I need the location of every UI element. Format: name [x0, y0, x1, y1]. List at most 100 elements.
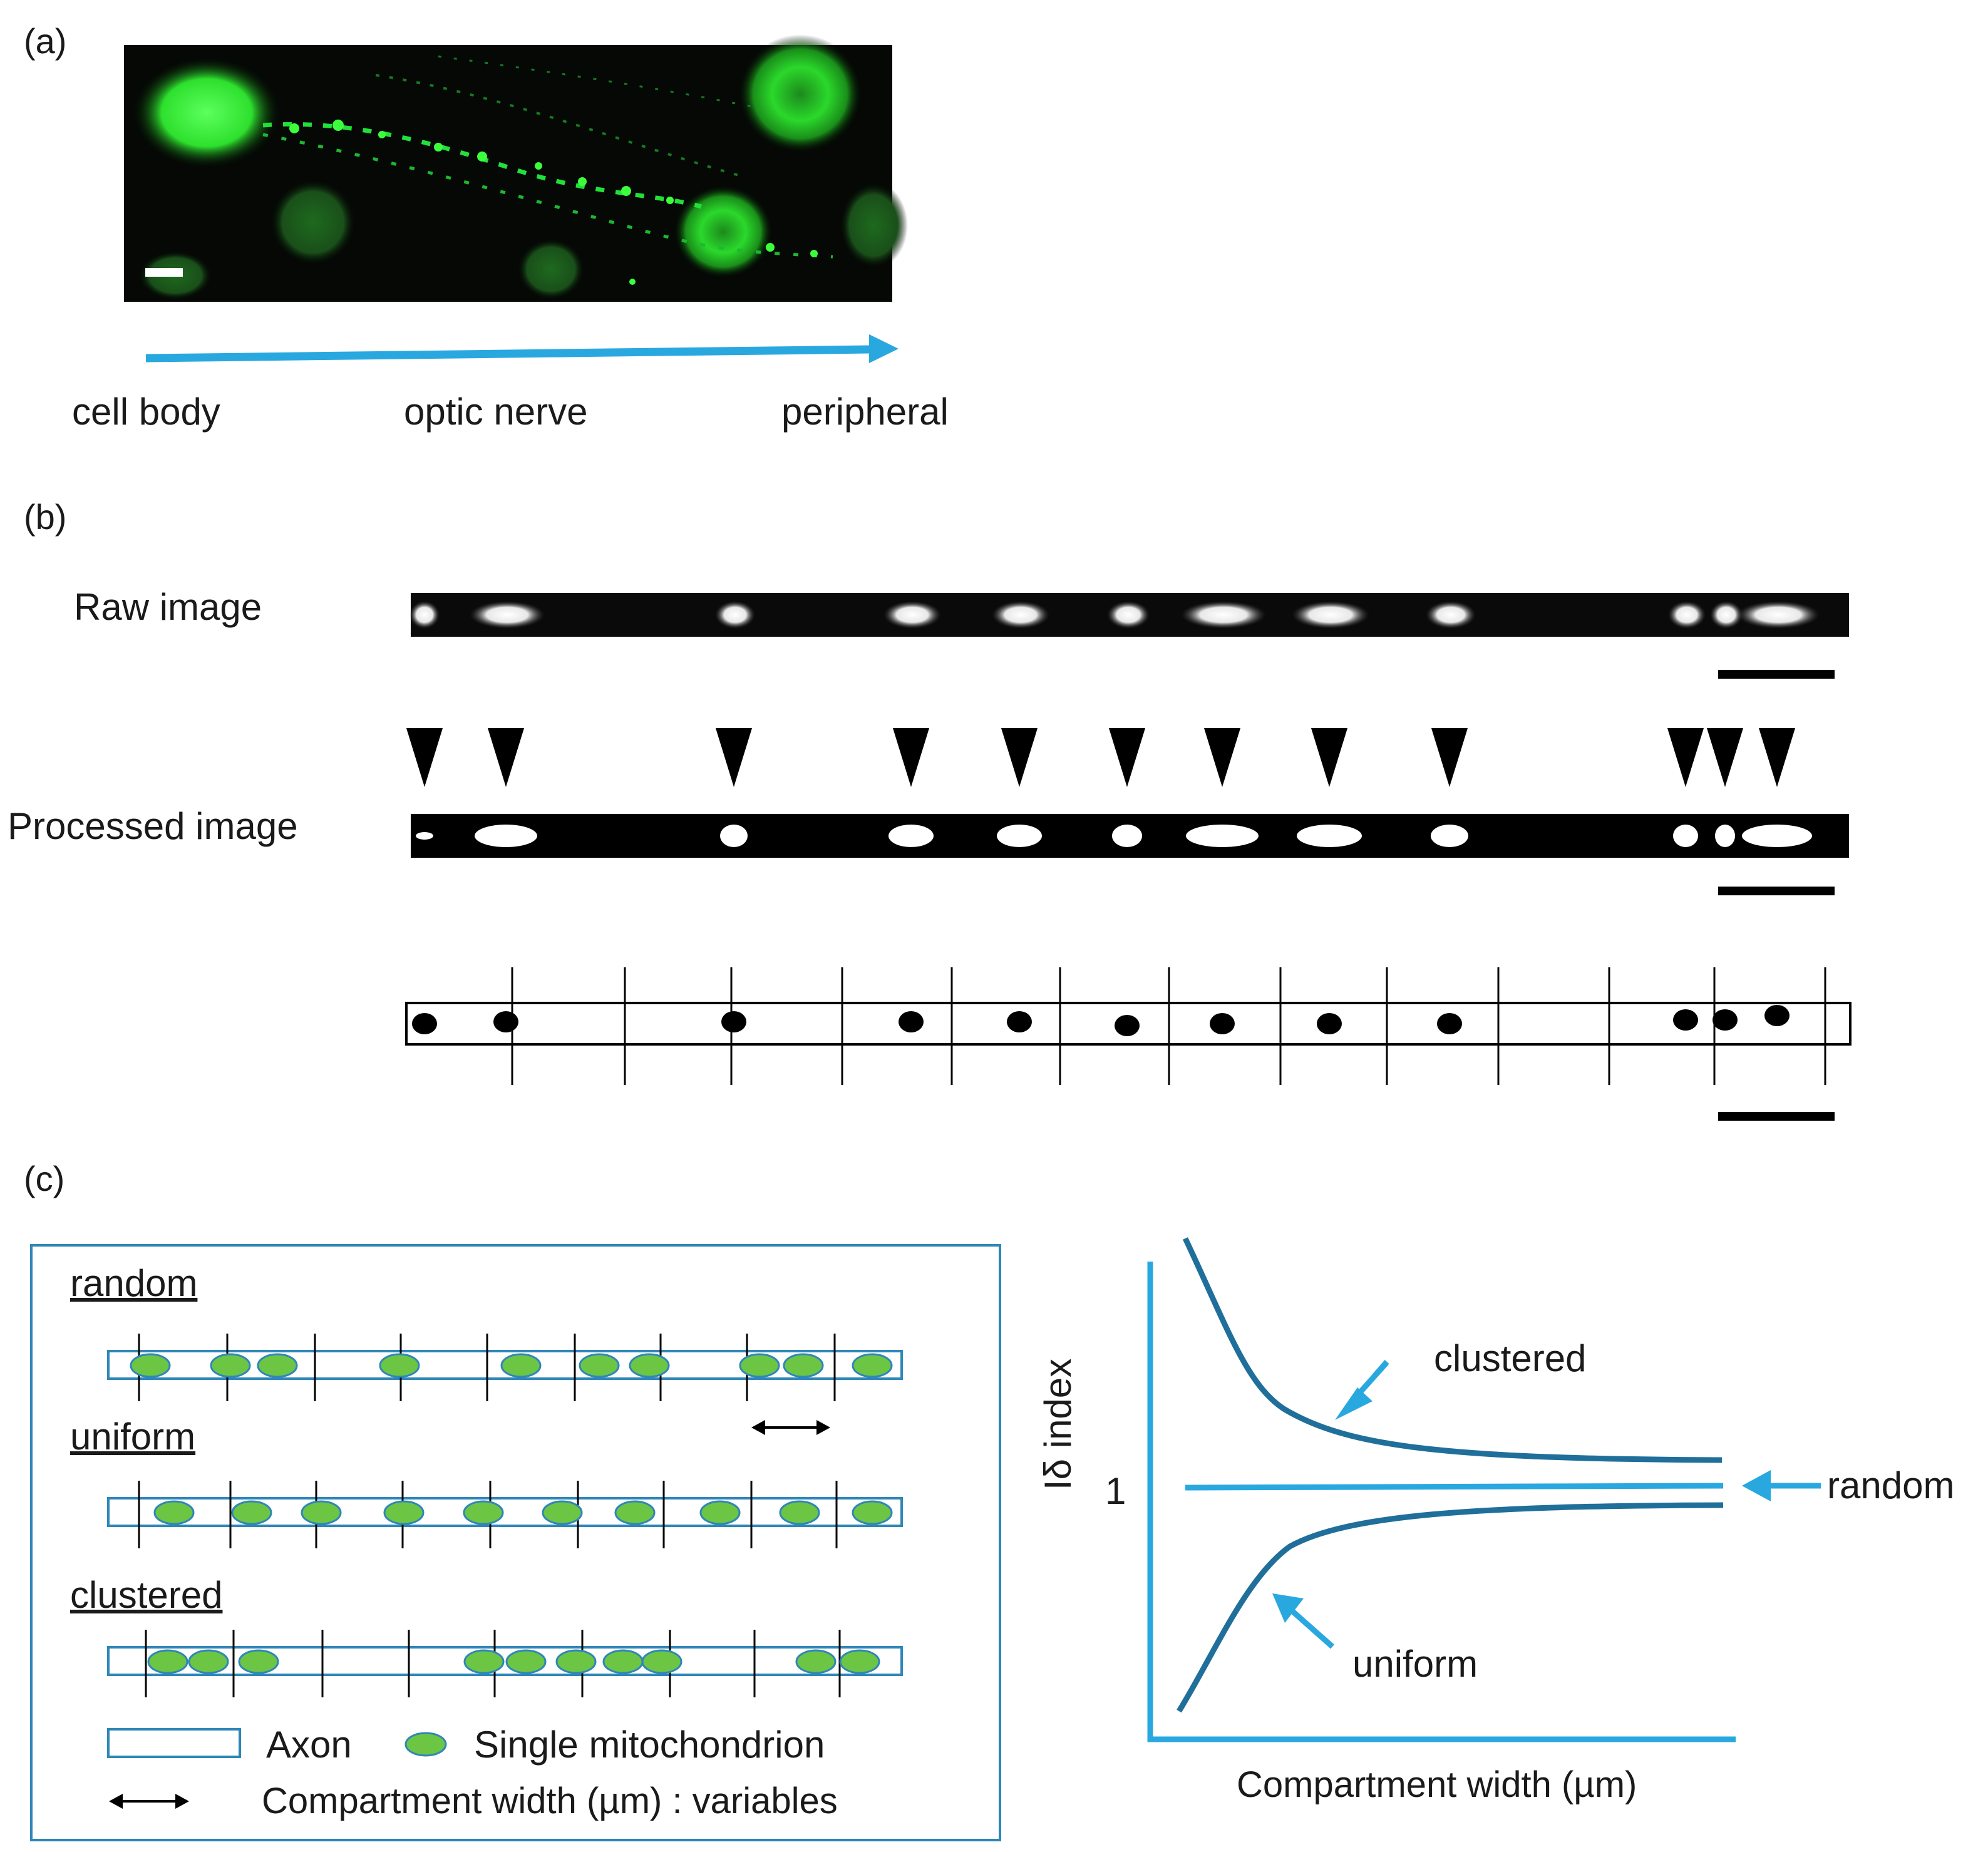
legend-axon-label: Axon	[266, 1724, 352, 1766]
pointer-uniform	[1287, 1605, 1334, 1649]
graph-xlabel: Compartment width (µm)	[1237, 1764, 1637, 1805]
panel-c-letter: (c)	[24, 1159, 65, 1198]
schematic-mito-dot	[1673, 1009, 1698, 1031]
mitochondrion	[130, 1353, 171, 1378]
mitochondrion	[463, 1649, 505, 1674]
schematic-mito-dot	[899, 1011, 924, 1032]
mitochondrion	[852, 1353, 893, 1378]
schematic-mito-dot	[1437, 1013, 1462, 1034]
label-pattern-random: random	[70, 1262, 198, 1304]
raw-mito-blob	[1710, 601, 1743, 629]
mitochondrion	[795, 1649, 837, 1674]
curve-random	[1185, 1483, 1724, 1491]
panel-b-letter: (b)	[24, 497, 67, 537]
mitochondrion	[383, 1500, 425, 1525]
mitochondrion	[210, 1353, 251, 1378]
compartment-width-arrow	[751, 1420, 830, 1435]
label-peripheral: peripheral	[781, 391, 949, 433]
mitochondrion	[231, 1500, 272, 1525]
arrowhead-marker	[716, 728, 752, 787]
mitochondrion	[602, 1649, 644, 1674]
processed-mito-blob	[1112, 825, 1142, 847]
processed-mito-blob	[720, 825, 748, 847]
mitochondrion	[641, 1649, 682, 1674]
legend-width-label: Compartment width (µm) : variables	[262, 1781, 838, 1821]
mitochondrion	[579, 1353, 620, 1378]
pattern-box	[30, 1244, 1001, 1841]
schematic-mito-dot	[1007, 1011, 1032, 1032]
schematic-mito-dot	[1115, 1015, 1140, 1036]
processed-mito-blob	[1297, 825, 1362, 847]
cell-soma-3	[673, 185, 773, 279]
mitochondrion	[505, 1649, 547, 1674]
raw-mito-blob	[1668, 601, 1706, 629]
mitochondrion	[779, 1500, 820, 1525]
cell-soma-5	[517, 238, 585, 301]
arrowhead-marker	[893, 728, 929, 787]
arrowhead-marker	[1759, 728, 1795, 787]
mitochondrion	[257, 1353, 298, 1378]
mitochondrion	[839, 1649, 880, 1674]
cell-soma-6	[839, 182, 908, 269]
mitochondria-markers	[406, 728, 1795, 787]
schematic-mito-dot	[721, 1011, 746, 1032]
curve-clustered	[1182, 1237, 1723, 1463]
mitochondrion	[852, 1500, 893, 1525]
arrowhead-marker	[1311, 728, 1347, 787]
mitochondrion	[238, 1649, 279, 1674]
arrowhead-marker	[1204, 728, 1240, 787]
label-cell-body: cell body	[72, 391, 220, 433]
graph-label-clustered: clustered	[1434, 1337, 1587, 1379]
raw-mito-blob	[883, 601, 941, 629]
panel-a-letter: (a)	[24, 21, 67, 61]
arrowhead-marker	[1707, 728, 1743, 787]
arrowhead-marker	[1001, 728, 1038, 787]
mitochondrion	[614, 1500, 656, 1525]
processed-mito-blob	[1673, 825, 1698, 847]
arrowhead-marker	[1109, 728, 1145, 787]
raw-mito-blob	[470, 601, 545, 629]
raw-mito-blob	[715, 601, 755, 629]
arrowhead-marker	[488, 728, 524, 787]
raw-mito-blob	[1107, 601, 1150, 629]
mitochondrion	[783, 1353, 824, 1378]
raw-mito-blob	[1181, 601, 1266, 629]
raw-mito-blob	[1426, 601, 1476, 629]
pattern-rows	[107, 1334, 903, 1697]
scale-bar-schematic	[1718, 1112, 1835, 1121]
label-pattern-clustered: clustered	[70, 1574, 223, 1616]
processed-mito-blob	[416, 832, 433, 840]
mitochondrion	[629, 1353, 670, 1378]
schematic-mito-dot	[493, 1011, 518, 1032]
processed-mito-blob	[997, 825, 1042, 847]
processed-mito-blob	[475, 825, 537, 847]
schematic-mito-dot	[1210, 1013, 1235, 1034]
arrowhead-marker	[406, 728, 443, 787]
raw-mito-blob	[1737, 601, 1820, 629]
mitochondrion	[188, 1649, 229, 1674]
cell-soma-1	[131, 56, 282, 169]
processed-mito-blob	[1186, 825, 1259, 847]
curve-uniform	[1177, 1502, 1724, 1713]
processed-image-strip	[411, 814, 1849, 858]
label-processed-image: Processed image	[8, 805, 298, 847]
scale-bar-a	[145, 268, 183, 277]
label-optic-nerve: optic nerve	[404, 391, 588, 433]
schematic-mito-dot	[1712, 1009, 1738, 1031]
processed-mito-blob	[1715, 825, 1735, 847]
mitochondrion	[739, 1353, 780, 1378]
graph-ytick-1: 1	[1105, 1470, 1126, 1512]
graph-ylabel: Iδ index	[1037, 1358, 1079, 1490]
legend-mito-swatch	[404, 1732, 447, 1757]
mitochondrion	[542, 1500, 583, 1525]
label-raw-image: Raw image	[74, 586, 262, 628]
mitochondrion	[301, 1500, 342, 1525]
cell-soma-4	[269, 178, 357, 266]
label-pattern-uniform: uniform	[70, 1416, 196, 1458]
schematic-mito-dot	[1764, 1005, 1790, 1026]
raw-image-strip	[409, 593, 1849, 637]
micrograph-a	[124, 34, 908, 302]
legend-mito-label: Single mitochondrion	[474, 1724, 825, 1766]
mitochondrion	[463, 1500, 504, 1525]
mitochondrion	[555, 1649, 597, 1674]
